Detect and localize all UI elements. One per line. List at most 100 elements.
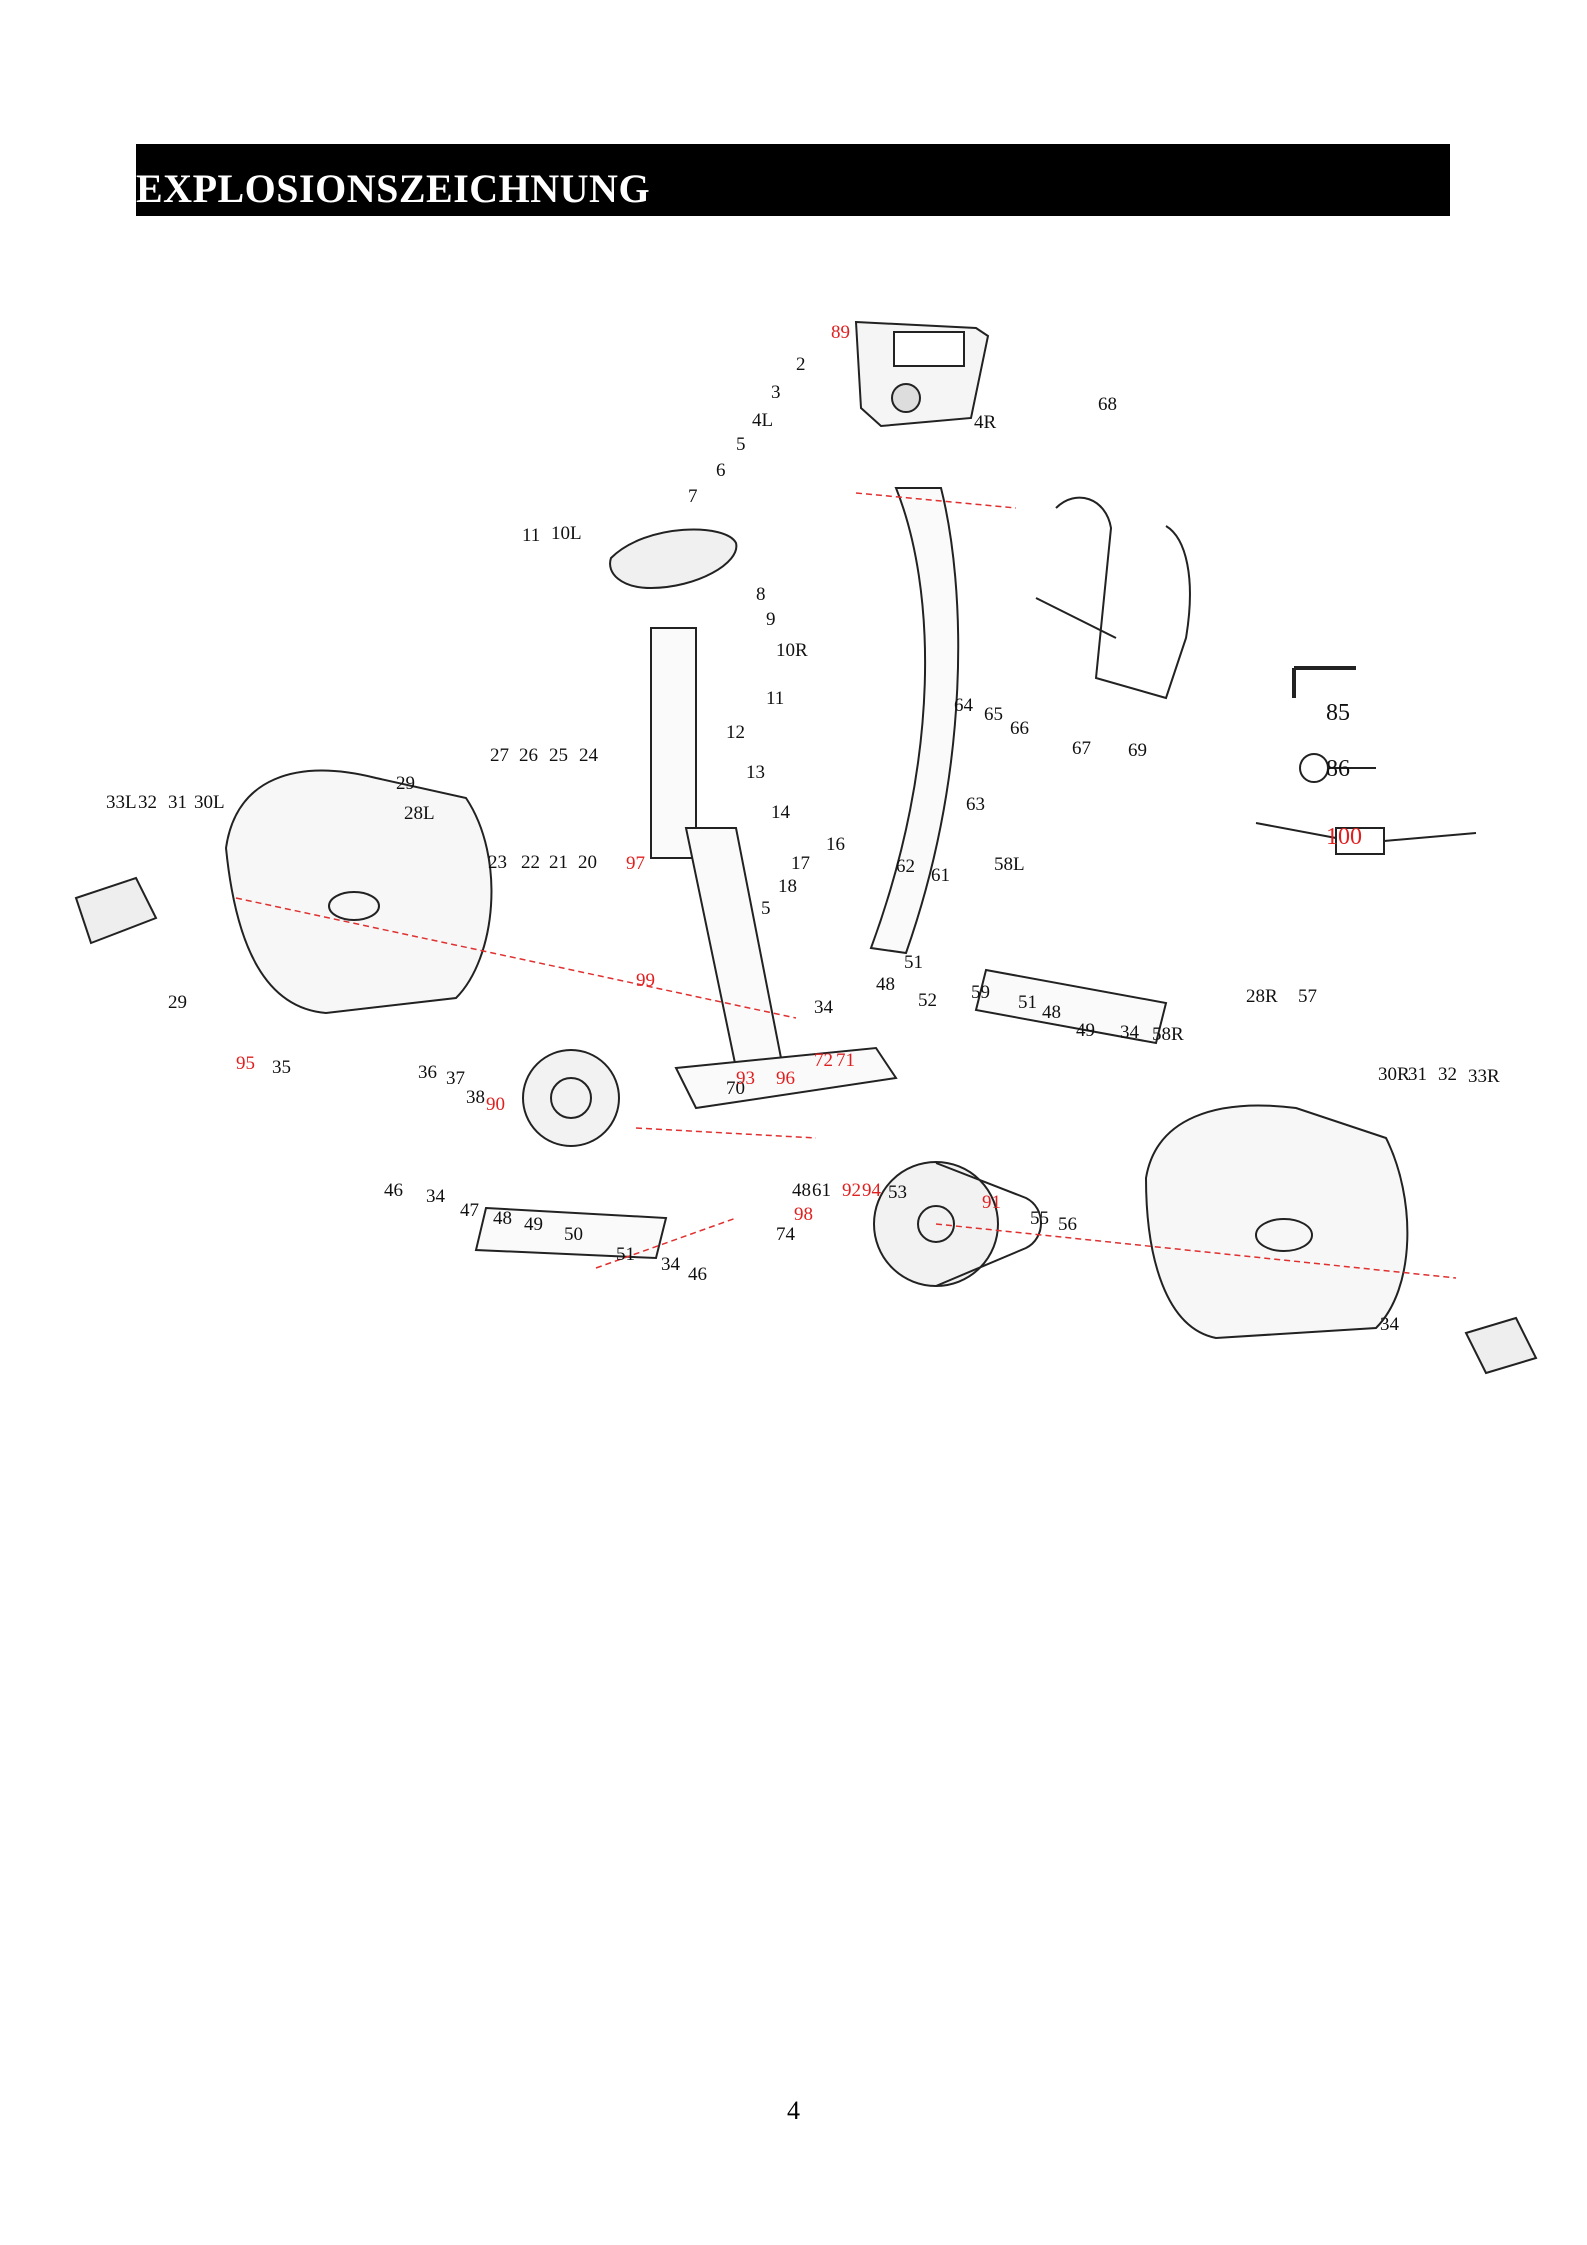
part-label-61: 61 — [931, 865, 950, 886]
part-label-5: 5 — [736, 434, 746, 455]
part-label-86: 86 — [1326, 756, 1350, 782]
part-label-31: 31 — [168, 792, 187, 813]
part-label-74: 74 — [776, 1224, 796, 1245]
part-label-34d: 34 — [661, 1254, 681, 1275]
part-label-11: 11 — [522, 525, 540, 546]
part-label-46: 46 — [384, 1180, 403, 1201]
part-label-37: 37 — [446, 1068, 465, 1089]
part-label-28L: 28L — [404, 803, 435, 824]
part-label-34b: 34 — [1120, 1022, 1140, 1043]
part-label-69: 69 — [1128, 740, 1147, 761]
part-label-32b: 32 — [1438, 1064, 1457, 1085]
part-label-3: 3 — [771, 382, 781, 403]
part-label-26: 26 — [519, 745, 538, 766]
part-label-4R: 4R — [974, 412, 997, 433]
part-label-7: 7 — [688, 486, 698, 507]
part-label-23: 23 — [488, 852, 507, 873]
part-label-48: 48 — [876, 974, 895, 995]
part-label-53: 53 — [888, 1182, 907, 1203]
part-label-49: 49 — [1076, 1020, 1095, 1041]
part-label-67: 67 — [1072, 738, 1091, 759]
part-label-51c: 51 — [616, 1244, 635, 1265]
part-label-55: 55 — [1030, 1208, 1049, 1229]
part-label-92: 92 — [842, 1180, 861, 1201]
part-label-21: 21 — [549, 852, 568, 873]
part-label-30R: 30R — [1378, 1064, 1410, 1085]
part-label-94: 94 — [862, 1180, 882, 1201]
part-label-12: 12 — [726, 722, 745, 743]
part-label-50: 50 — [564, 1224, 583, 1245]
part-label-38: 38 — [466, 1087, 485, 1108]
part-label-65: 65 — [984, 704, 1003, 725]
part-label-85: 85 — [1326, 700, 1350, 726]
part-label-11b: 11 — [766, 688, 784, 709]
part-label-99: 99 — [636, 970, 655, 991]
part-label-36: 36 — [418, 1062, 437, 1083]
part-label-10R: 10R — [776, 640, 808, 661]
part-label-34: 34 — [814, 997, 834, 1018]
part-label-49b: 49 — [524, 1214, 543, 1235]
part-label-48d: 48 — [792, 1180, 811, 1201]
part-label-68: 68 — [1098, 394, 1117, 415]
part-label-47: 47 — [460, 1200, 479, 1221]
part-label-29b: 29 — [168, 992, 187, 1013]
part-label-2: 2 — [796, 354, 806, 375]
part-label-8: 8 — [756, 584, 766, 605]
part-label-100: 100 — [1326, 824, 1362, 850]
part-label-66: 66 — [1010, 718, 1029, 739]
part-label-72: 72 — [814, 1050, 833, 1071]
part-label-51: 51 — [904, 952, 923, 973]
part-label-56: 56 — [1058, 1214, 1077, 1235]
section-title-bar: EXPLOSIONSZEICHNUNG — [136, 144, 1450, 216]
part-label-48b: 48 — [1042, 1002, 1061, 1023]
part-label-32: 32 — [138, 792, 157, 813]
section-title: EXPLOSIONSZEICHNUNG — [136, 166, 651, 211]
part-label-6: 6 — [716, 460, 726, 481]
part-label-64: 64 — [954, 695, 974, 716]
part-label-59: 59 — [971, 982, 990, 1003]
part-label-63: 63 — [966, 794, 985, 815]
part-label-10L: 10L — [551, 523, 582, 544]
part-label-95: 95 — [236, 1053, 255, 1074]
part-label-5b: 5 — [761, 898, 771, 919]
part-label-25: 25 — [549, 745, 568, 766]
part-label-71: 71 — [836, 1050, 855, 1071]
part-label-22: 22 — [521, 852, 540, 873]
part-label-90: 90 — [486, 1094, 505, 1115]
part-label-24: 24 — [579, 745, 599, 766]
part-label-97: 97 — [626, 853, 645, 874]
part-label-91: 91 — [982, 1192, 1001, 1213]
part-label-13: 13 — [746, 762, 765, 783]
part-label-31b: 31 — [1408, 1064, 1427, 1085]
part-label-29: 29 — [396, 773, 415, 794]
part-label-58R: 58R — [1152, 1024, 1184, 1045]
part-label-62: 62 — [896, 856, 915, 877]
part-label-4L: 4L — [752, 410, 773, 431]
part-label-16: 16 — [826, 834, 845, 855]
part-label-9: 9 — [766, 609, 776, 630]
part-label-34e: 34 — [1380, 1314, 1400, 1335]
part-label-20: 20 — [578, 852, 597, 873]
part-label-57: 57 — [1298, 986, 1317, 1007]
part-label-17: 17 — [791, 853, 810, 874]
part-label-96: 96 — [776, 1068, 795, 1089]
page-number: 4 — [787, 2096, 800, 2125]
part-label-58L: 58L — [994, 854, 1025, 875]
part-label-98: 98 — [794, 1204, 813, 1225]
part-label-33R: 33R — [1468, 1066, 1500, 1087]
part-label-33L: 33L — [106, 792, 137, 813]
part-label-51b: 51 — [1018, 992, 1037, 1013]
part-label-89: 89 — [831, 322, 850, 343]
part-label-52: 52 — [918, 990, 937, 1011]
part-label-48c: 48 — [493, 1208, 512, 1229]
part-label-14: 14 — [771, 802, 791, 823]
part-label-34c: 34 — [426, 1186, 446, 1207]
part-label-46b: 46 — [688, 1264, 707, 1285]
part-label-18: 18 — [778, 876, 797, 897]
part-label-70: 70 — [726, 1078, 745, 1099]
part-label-27: 27 — [490, 745, 509, 766]
part-label-35: 35 — [272, 1057, 291, 1078]
part-label-30L: 30L — [194, 792, 225, 813]
part-label-28R: 28R — [1246, 986, 1278, 1007]
